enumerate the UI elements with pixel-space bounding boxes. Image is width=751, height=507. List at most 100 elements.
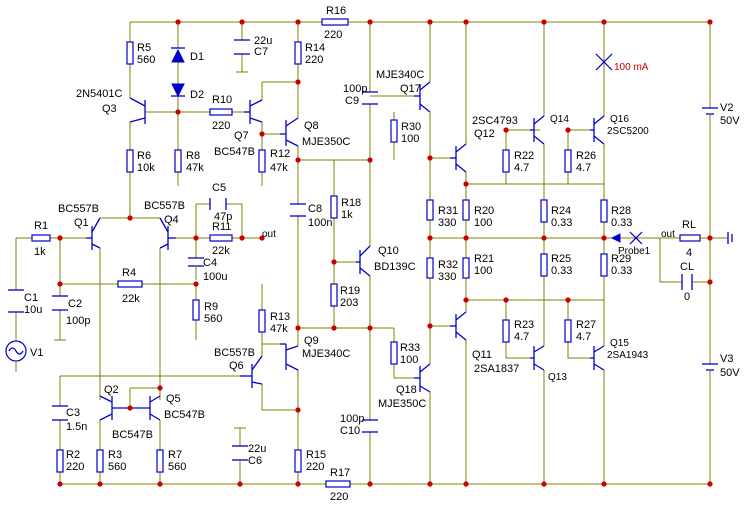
resistor-R23 [502, 319, 510, 343]
type-Q15: 2SA1943 [607, 350, 649, 361]
resistor-R3 [96, 449, 104, 473]
resistor-R12 [258, 149, 266, 173]
label-RL: RL [682, 219, 696, 231]
value-R33: 100 [400, 354, 418, 366]
value-R20: 100 [474, 217, 492, 229]
transistor-Q4 [159, 217, 176, 250]
capacitors [8, 39, 693, 461]
capacitor-C3 [52, 405, 68, 421]
wires [15, 21, 728, 485]
transistor-Q18 [414, 363, 431, 393]
type-Q1: BC557B [58, 203, 99, 215]
type-Q7: BC547B [214, 146, 255, 158]
label-R10: R10 [212, 94, 232, 106]
capacitor-C6 [232, 427, 248, 461]
value-R16: 220 [324, 29, 342, 41]
label-C2: C2 [68, 298, 82, 310]
type-Q8: MJE350C [302, 136, 350, 148]
transistor-Q10 [356, 245, 371, 277]
label-Q10: Q10 [378, 245, 399, 257]
label-Q5: Q5 [166, 393, 181, 405]
value-R10: 220 [212, 120, 230, 132]
label-C9: C9 [345, 95, 359, 107]
resistor-R33 [390, 341, 398, 365]
type-Q5: BC547B [164, 409, 205, 421]
label-Q7: Q7 [234, 130, 249, 142]
label-C3: C3 [66, 407, 80, 419]
label-R27: R27 [576, 319, 596, 331]
resistor-R29 [600, 253, 608, 277]
label-V1: V1 [30, 347, 43, 359]
type-Q10: BD139C [374, 261, 416, 273]
value-R1: 1k [34, 246, 46, 258]
resistor-R28 [600, 199, 608, 223]
value-R11: 22k [212, 245, 230, 257]
value-R8: 47k [186, 162, 204, 174]
label-R16: R16 [326, 5, 346, 17]
label-Q4: Q4 [164, 214, 179, 226]
value-R14: 220 [305, 54, 323, 66]
value-R22: 4.7 [514, 162, 529, 174]
label-R26: R26 [576, 150, 596, 162]
label-Q12: Q12 [474, 128, 495, 140]
label-R18: R18 [341, 197, 361, 209]
resistor-R9 [192, 299, 200, 321]
transistor-Q1 [86, 217, 101, 250]
capacitor-C1 [8, 289, 24, 313]
label-D2: D2 [190, 89, 204, 101]
battery-V3 [702, 350, 718, 372]
resistor-R27 [564, 319, 572, 343]
value-R4: 22k [122, 293, 140, 305]
transistor-Q14 [530, 115, 545, 145]
label-C8: C8 [308, 203, 322, 215]
diode-D2 [171, 83, 185, 98]
label-R25: R25 [551, 253, 571, 265]
label-C7: C7 [254, 46, 268, 58]
transistor-Q12 [450, 143, 467, 173]
capacitor-C4 [188, 257, 204, 280]
type-Q12: 2SC4793 [472, 115, 518, 127]
label-R2: R2 [66, 449, 80, 461]
label-R14: R14 [305, 42, 325, 54]
transistor-Q15 [590, 345, 605, 371]
transistor-Q8 [280, 117, 299, 147]
label-V2: V2 [720, 102, 733, 114]
resistor-R19 [330, 283, 338, 307]
resistor-R25 [540, 253, 548, 277]
type-Q6: BC557B [214, 347, 255, 359]
label-R31: R31 [438, 205, 458, 217]
label-R22: R22 [514, 150, 534, 162]
resistor-R8 [174, 149, 182, 173]
label-R33: R33 [400, 342, 420, 354]
value-R5: 560 [137, 54, 155, 66]
value-R24: 0.33 [551, 217, 572, 229]
resistor-R13 [258, 309, 266, 333]
value-R25: 0.33 [551, 265, 572, 277]
capacitor-C9 [362, 91, 378, 105]
label-Q14: Q14 [550, 114, 569, 125]
value-C1: 10u [24, 304, 42, 316]
label-R19: R19 [340, 285, 360, 297]
probe-marker-icon [595, 53, 643, 245]
label-C4: C4 [203, 257, 217, 269]
capacitor-C7 [234, 39, 250, 73]
capacitor-C2 [52, 295, 68, 341]
voltage-source-V1 [5, 340, 27, 362]
transistor-Q9 [280, 343, 299, 371]
type-Q16: 2SC5200 [607, 126, 649, 137]
resistor-R10 [209, 108, 233, 116]
value-C8: 100n [308, 217, 332, 229]
transistor-Q16 [590, 115, 605, 145]
type-Q18: MJE350C [378, 398, 426, 410]
resistor-R32 [426, 257, 434, 279]
label-Q9: Q9 [304, 335, 319, 347]
resistor-R26 [564, 149, 572, 173]
transistor-Q13 [530, 345, 545, 371]
label-Q18: Q18 [396, 384, 417, 396]
resistor-R2 [56, 449, 64, 473]
out-label-2: out [661, 229, 675, 240]
resistor-R11 [209, 234, 233, 242]
type-Q3: 2N5401C [76, 88, 123, 100]
value-V2: 50V [720, 115, 740, 127]
